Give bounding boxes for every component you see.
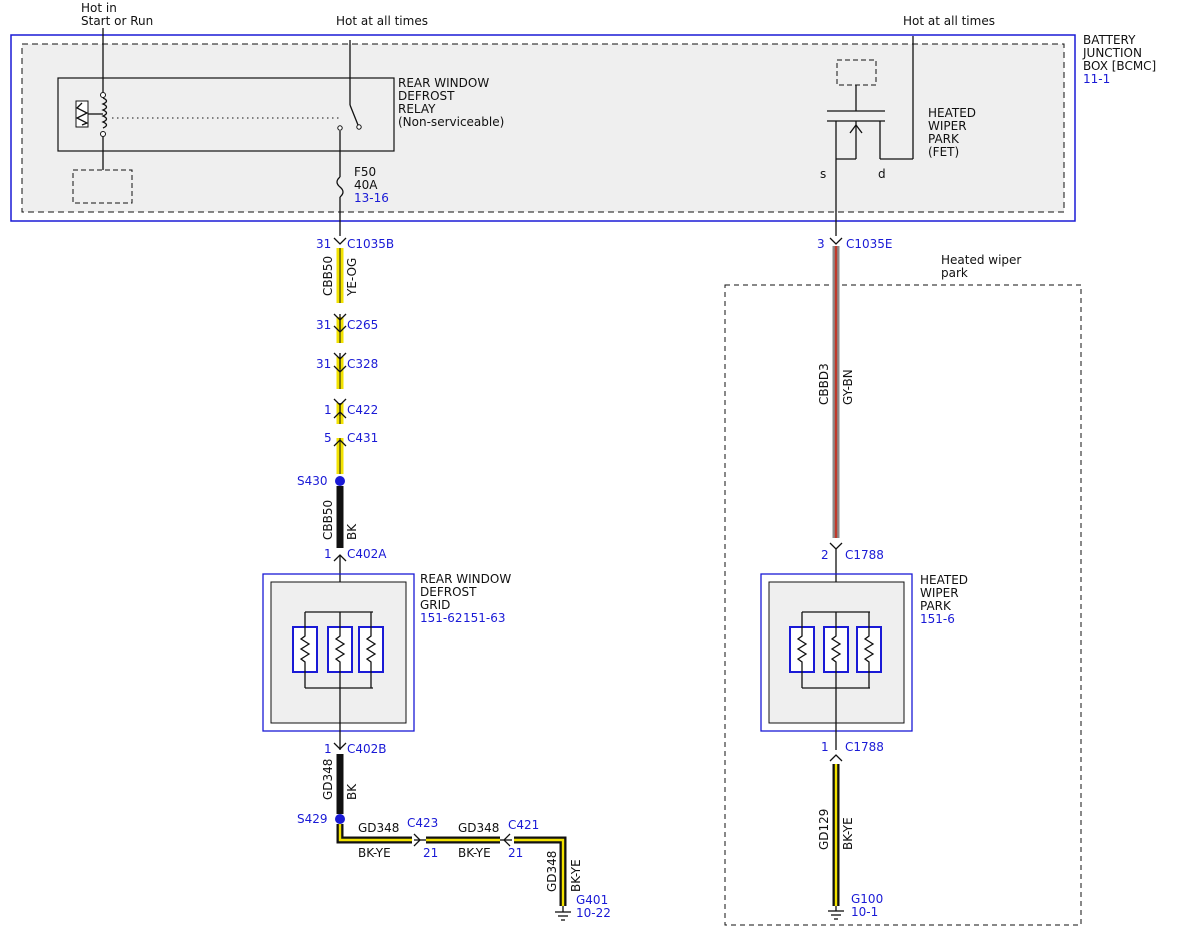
c402b-chevron <box>333 742 347 750</box>
module-label-1: Heated wiper <box>941 253 1021 267</box>
relay-line-2: DEFROST <box>398 89 455 103</box>
c423-pin[interactable]: 21 <box>423 846 438 860</box>
g401-name[interactable]: G401 <box>576 893 608 907</box>
c1788-bottom-pin[interactable]: 1 <box>821 740 829 754</box>
relay-line-1: REAR WINDOW <box>398 76 489 90</box>
element-line-1: HEATED <box>920 573 968 587</box>
fuse-rating: 40A <box>354 178 378 192</box>
c1035b-name[interactable]: C1035B <box>347 237 394 251</box>
c1788-top-pin[interactable]: 2 <box>821 548 829 562</box>
wire2-color: BK <box>345 523 359 540</box>
right-wire1-circuit: CBBD3 <box>817 363 831 405</box>
relay-line-3: RELAY <box>398 102 436 116</box>
power-right-label: Hot at all times <box>903 14 995 28</box>
fet-line-3: PARK <box>928 132 960 146</box>
heated-wiper-park-fet <box>827 36 914 236</box>
right-wire1-color: GY-BN <box>841 369 855 405</box>
c431-name[interactable]: C431 <box>347 431 378 445</box>
c402a-chevron <box>333 554 347 562</box>
fuse-ref[interactable]: 13-16 <box>354 191 389 205</box>
c422-pin[interactable]: 1 <box>324 403 332 417</box>
c1788-bottom-chevron <box>829 754 843 762</box>
bjb-ref[interactable]: 11-1 <box>1083 72 1110 86</box>
c1788-top-chevron <box>829 542 843 550</box>
c402a-pin[interactable]: 1 <box>324 547 332 561</box>
power-left-label-1: Hot in <box>81 1 117 15</box>
wire1-circuit: CBB50 <box>321 256 335 296</box>
fet-source-label: s <box>820 167 826 181</box>
c1788-top-name[interactable]: C1788 <box>845 548 884 562</box>
bjb-outline <box>10 34 1076 222</box>
g401-ref[interactable]: 10-22 <box>576 906 611 920</box>
splice-s429 <box>335 814 345 824</box>
run2-color: BK-YE <box>458 846 491 860</box>
c1035e-name[interactable]: C1035E <box>846 237 893 251</box>
module-label-2: park <box>941 266 968 280</box>
c265-pin[interactable]: 31 <box>316 318 331 332</box>
element-line-2: WIPER <box>920 586 959 600</box>
bjb-name-2: JUNCTION <box>1082 46 1142 60</box>
c402b-name[interactable]: C402B <box>347 742 387 756</box>
c402b-pin[interactable]: 1 <box>324 742 332 756</box>
connector-chevrons-left <box>333 237 347 447</box>
grid-ref-2[interactable]: 151-63 <box>463 611 506 625</box>
c328-pin[interactable]: 31 <box>316 357 331 371</box>
element-ref[interactable]: 151-6 <box>920 612 955 626</box>
grid-line-3: GRID <box>420 598 450 612</box>
ground-g401-symbol <box>555 906 571 921</box>
splice-s430 <box>335 476 345 486</box>
right-wire2-circuit: GD129 <box>817 809 831 850</box>
fet-line-4: (FET) <box>928 145 959 159</box>
bjb-name-3: BOX [BCMC] <box>1083 59 1156 73</box>
run2-circuit: GD348 <box>458 821 499 835</box>
grid-line-2: DEFROST <box>420 585 477 599</box>
c265-name[interactable]: C265 <box>347 318 378 332</box>
fet-drain-label: d <box>878 167 886 181</box>
fuse-name: F50 <box>354 165 376 179</box>
right-wire2-color: BK-YE <box>841 817 855 850</box>
c1035b-pin[interactable]: 31 <box>316 237 331 251</box>
c431-pin[interactable]: 5 <box>324 431 332 445</box>
c1035e-chevron <box>829 237 843 245</box>
power-mid-label: Hot at all times <box>336 14 428 28</box>
bjb-name-1: BATTERY <box>1083 33 1136 47</box>
g100-name[interactable]: G100 <box>851 892 883 906</box>
power-left-label-2: Start or Run <box>81 14 153 28</box>
c1035e-pin[interactable]: 3 <box>817 237 825 251</box>
c421-name[interactable]: C421 <box>508 818 539 832</box>
c422-name[interactable]: C422 <box>347 403 378 417</box>
grid-line-1: REAR WINDOW <box>420 572 511 586</box>
c328-name[interactable]: C328 <box>347 357 378 371</box>
heated-wiper-park-element[interactable] <box>760 573 913 750</box>
wire2-circuit: CBB50 <box>321 500 335 540</box>
defrost-relay <box>57 28 395 204</box>
run1-color: BK-YE <box>358 846 391 860</box>
g100-ref[interactable]: 10-1 <box>851 905 878 919</box>
wire3-circuit: GD348 <box>321 759 335 800</box>
wire1-color: YE-OG <box>345 258 359 297</box>
ground-g100-symbol <box>828 906 844 920</box>
wire4-color: BK-YE <box>569 859 583 892</box>
c1788-bottom-name[interactable]: C1788 <box>845 740 884 754</box>
grid-ref-1[interactable]: 151-62 <box>420 611 463 625</box>
relay-line-4: (Non-serviceable) <box>398 115 504 129</box>
c421-pin[interactable]: 21 <box>508 846 523 860</box>
fet-line-1: HEATED <box>928 106 976 120</box>
fet-line-2: WIPER <box>928 119 967 133</box>
splice-s429-label[interactable]: S429 <box>297 812 328 826</box>
c423-name[interactable]: C423 <box>407 816 438 830</box>
wire3-color: BK <box>345 783 359 800</box>
splice-s430-label[interactable]: S430 <box>297 474 328 488</box>
fuse-f50 <box>336 131 344 236</box>
wire4-circuit: GD348 <box>545 851 559 892</box>
c402a-name[interactable]: C402A <box>347 547 387 561</box>
run1-circuit: GD348 <box>358 821 399 835</box>
rear-window-defrost-grid[interactable] <box>262 573 415 750</box>
wire-gd348-bk-ye <box>336 824 567 906</box>
heated-wiper-park-module-outline <box>724 284 1082 926</box>
element-line-3: PARK <box>920 599 952 613</box>
